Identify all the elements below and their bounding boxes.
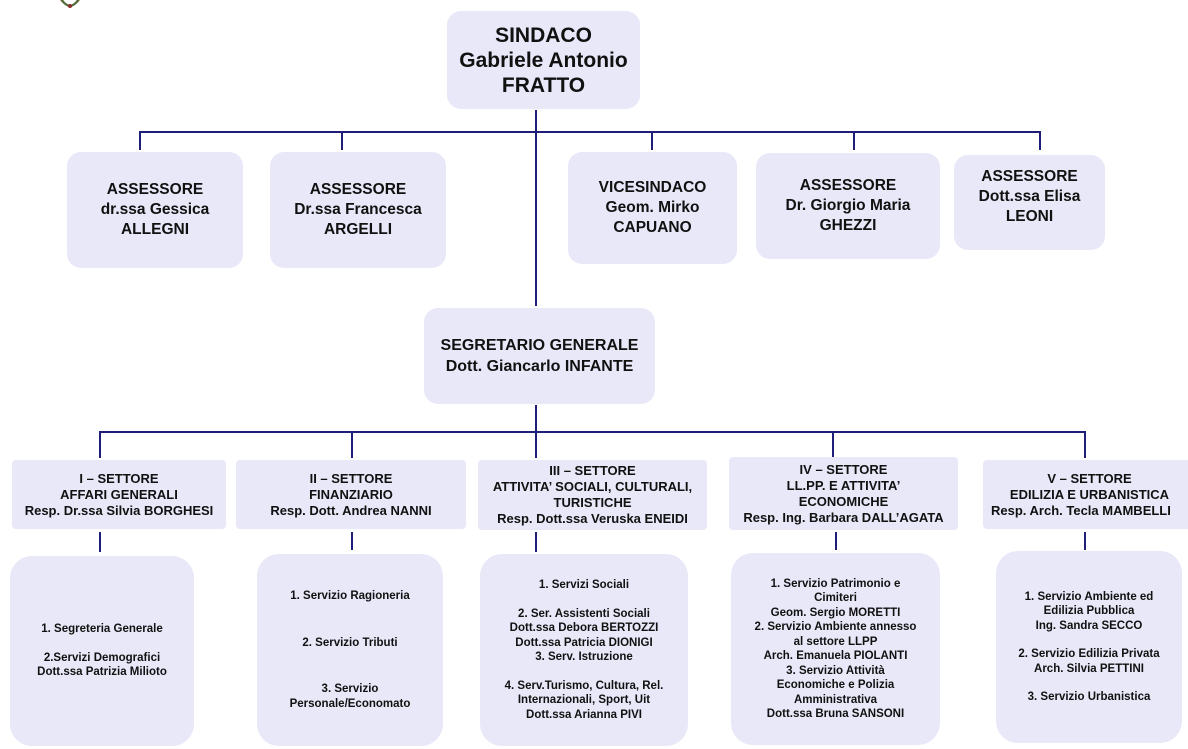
sector-name: AFFARI GENERALI: [60, 486, 178, 502]
sector-name: ATTIVITA’ SOCIALI, CULTURALI,: [492, 479, 693, 494]
mayor-name: Gabriele Antonio: [459, 48, 628, 72]
assessor-name: dr.ssa Gessica: [100, 201, 210, 218]
municipal-emblem-icon: [60, 0, 80, 8]
sector-box-5: V – SETTORE EDILIZIA E URBANISTICA Resp.…: [983, 460, 1188, 529]
service-line: Geom. Sergio MORETTI: [770, 606, 901, 619]
service-line: Amministrativa: [793, 693, 878, 706]
service-line: 3. Servizio Attività: [786, 664, 885, 677]
sector-name: EDILIZIA E URBANISTICA: [1009, 486, 1170, 502]
sector-head: Resp. Dott.ssa Veruska ENEIDI: [497, 511, 688, 526]
service-line: Dott.ssa Bruna SANSONI: [766, 708, 905, 720]
service-line: Dott.ssa Patrizia Milioto: [37, 666, 167, 679]
service-line: 2. Servizio Tributi: [302, 636, 398, 649]
assessor-box-allegni: ASSESSORE dr.ssa Gessica ALLEGNI: [67, 152, 243, 268]
services-box-4: 1. Servizio Patrimonio e Cimiteri Geom. …: [731, 553, 940, 745]
assessor-surname: GHEZZI: [819, 217, 877, 234]
sector-head: Resp. Arch. Tecla MAMBELLI: [991, 502, 1171, 518]
vice-mayor-box-capuano: VICESINDACO Geom. Mirko CAPUANO: [568, 152, 737, 264]
secretary-name: Dott. Giancarlo INFANTE: [445, 358, 634, 375]
assessor-name: Dott.ssa Elisa: [978, 187, 1081, 205]
service-line: Cimiteri: [814, 592, 857, 604]
assessor-box-argelli: ASSESSORE Dr.ssa Francesca ARGELLI: [270, 152, 446, 268]
service-line: 2. Servizio Ambiente annesso: [754, 621, 917, 633]
service-line: 2. Ser. Assistenti Sociali: [518, 607, 650, 620]
service-line: 4. Serv.Turismo, Cultura, Rel.: [504, 679, 664, 692]
mayor-box: SINDACO Gabriele Antonio FRATTO: [447, 11, 640, 109]
assessor-role: ASSESSORE: [309, 181, 407, 198]
service-line: Arch. Silvia PETTINI: [1034, 662, 1144, 675]
sector-box-2: II – SETTORE FINANZIARIO Resp. Dott. And…: [236, 460, 466, 529]
services-box-3: 1. Servizi Sociali 2. Ser. Assistenti So…: [480, 554, 688, 746]
assessor-role: ASSESSORE: [106, 181, 204, 198]
service-line: Edilizia Pubblica: [1043, 605, 1135, 617]
mayor-surname: FRATTO: [501, 73, 586, 97]
services-box-5: 1. Servizio Ambiente ed Edilizia Pubblic…: [996, 551, 1182, 743]
service-line: Internazionali, Sport, Uit: [517, 694, 651, 706]
sector-number: III – SETTORE: [549, 463, 636, 478]
assessor-name: Geom. Mirko: [605, 199, 700, 216]
service-line: Economiche e Polizia: [776, 679, 895, 691]
service-line: 3. Servizio: [321, 683, 379, 695]
sector-number: I – SETTORE: [79, 470, 159, 486]
sector-name-cont: ECONOMICHE: [798, 493, 889, 509]
services-box-1: 1. Segreteria Generale 2.Servizi Demogra…: [10, 556, 194, 746]
assessor-role: VICESINDACO: [598, 179, 707, 196]
sector-number: II – SETTORE: [309, 470, 393, 486]
assessor-surname: CAPUANO: [613, 219, 692, 236]
service-line: 1. Segreteria Generale: [41, 623, 163, 636]
assessor-box-ghezzi: ASSESSORE Dr. Giorgio Maria GHEZZI: [756, 153, 940, 259]
service-line: Personale/Economato: [289, 697, 411, 710]
service-line: Dott.ssa Debora BERTOZZI: [509, 622, 659, 634]
service-line: 2.Servizi Demografici: [43, 651, 161, 664]
service-line: 3. Serv. Istruzione: [535, 651, 633, 663]
sector-head: Resp. Dott. Andrea NANNI: [270, 502, 432, 518]
assessor-surname: ARGELLI: [323, 221, 393, 238]
assessor-name: Dr. Giorgio Maria: [785, 197, 911, 214]
sector-box-3: III – SETTORE ATTIVITA’ SOCIALI, CULTURA…: [478, 460, 707, 530]
sector-box-4: IV – SETTORE LL.PP. E ATTIVITA’ ECONOMIC…: [729, 457, 958, 530]
service-line: Dott.ssa Arianna PIVI: [526, 708, 642, 721]
sector-head: Resp. Ing. Barbara DALL’AGATA: [743, 509, 944, 525]
service-line: Ing. Sandra SECCO: [1035, 619, 1143, 632]
assessor-role: ASSESSORE: [981, 167, 1078, 185]
service-line: 1. Servizio Patrimonio e: [770, 577, 901, 590]
service-line: 1. Servizio Ambiente ed: [1024, 590, 1154, 603]
mayor-title: SINDACO: [495, 23, 592, 47]
secretary-box: SEGRETARIO GENERALE Dott. Giancarlo INFA…: [424, 308, 655, 404]
service-line: 1. Servizi Sociali: [538, 579, 630, 591]
service-line: Dott.ssa Patricia DIONIGI: [515, 636, 653, 649]
assessor-name: Dr.ssa Francesca: [294, 201, 422, 218]
sector-number: IV – SETTORE: [799, 461, 888, 477]
assessor-box-leoni: ASSESSORE Dott.ssa Elisa LEONI: [954, 155, 1105, 250]
sector-head: Resp. Dr.ssa Silvia BORGHESI: [24, 502, 214, 518]
assessor-surname: ALLEGNI: [120, 221, 190, 238]
assessor-surname: LEONI: [1005, 207, 1054, 225]
sector-number: V – SETTORE: [1047, 470, 1132, 486]
service-line: 1. Servizio Ragioneria: [290, 590, 410, 602]
secretary-title: SEGRETARIO GENERALE: [440, 337, 639, 354]
service-line: Arch. Emanuela PIOLANTI: [763, 650, 908, 662]
service-line: al settore LLPP: [793, 635, 878, 648]
sector-name: FINANZIARIO: [309, 486, 393, 502]
sector-name-cont: TURISTICHE: [553, 495, 632, 510]
assessor-role: ASSESSORE: [799, 177, 897, 194]
sector-box-1: I – SETTORE AFFARI GENERALI Resp. Dr.ssa…: [12, 460, 226, 529]
service-line: 3. Servizio Urbanistica: [1027, 691, 1151, 703]
service-line: 2. Servizio Edilizia Privata: [1018, 648, 1160, 660]
services-box-2: 1. Servizio Ragioneria 2. Servizio Tribu…: [257, 554, 443, 746]
sector-name: LL.PP. E ATTIVITA’: [786, 477, 901, 493]
